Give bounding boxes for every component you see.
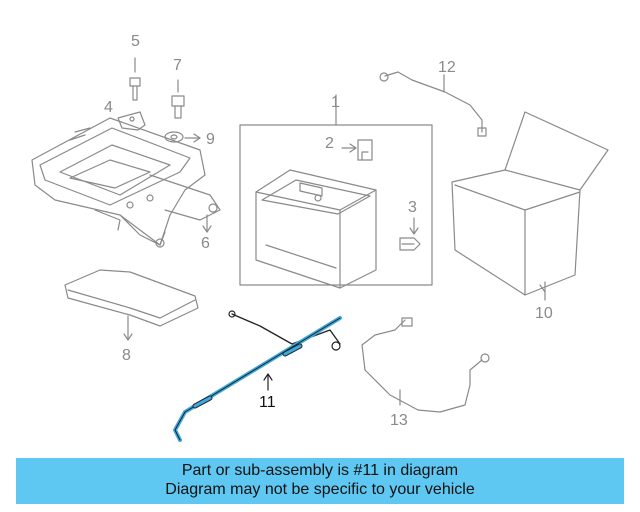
cable-13 <box>361 317 490 413</box>
washer-9 <box>164 131 201 143</box>
callout-5: 5 <box>131 33 140 50</box>
callout-9: 9 <box>206 131 215 148</box>
bolt-5 <box>129 57 141 101</box>
battery-tray <box>31 117 221 248</box>
battery <box>255 169 377 289</box>
bracket-4 <box>117 111 146 131</box>
cover-10 <box>451 111 609 301</box>
bolt-3 <box>399 217 421 251</box>
callout-6: 6 <box>201 235 210 252</box>
callout-8: 8 <box>122 347 131 364</box>
callout-13: 13 <box>390 412 408 429</box>
banner-line-1: Part or sub-assembly is #11 in diagram <box>181 462 459 479</box>
info-banner: Part or sub-assembly is #11 in diagram D… <box>16 458 624 504</box>
callout-1: 1 <box>331 94 340 111</box>
cable-11-highlighted <box>173 310 342 442</box>
callout-2: 2 <box>325 135 334 152</box>
callout-7: 7 <box>173 57 182 74</box>
banner-line-2: Diagram may not be specific to your vehi… <box>165 481 475 498</box>
callout-11: 11 <box>259 394 276 411</box>
callout-4: 4 <box>104 99 113 116</box>
insulator-8 <box>64 269 199 341</box>
cable-12 <box>379 71 487 137</box>
clamp-2 <box>341 139 373 161</box>
callout-12: 12 <box>438 59 456 76</box>
callout-10: 10 <box>535 305 553 322</box>
parts-diagram <box>31 57 609 442</box>
bolt-7 <box>171 79 185 119</box>
callout-3: 3 <box>408 199 417 216</box>
battery-group-frame <box>239 124 433 286</box>
